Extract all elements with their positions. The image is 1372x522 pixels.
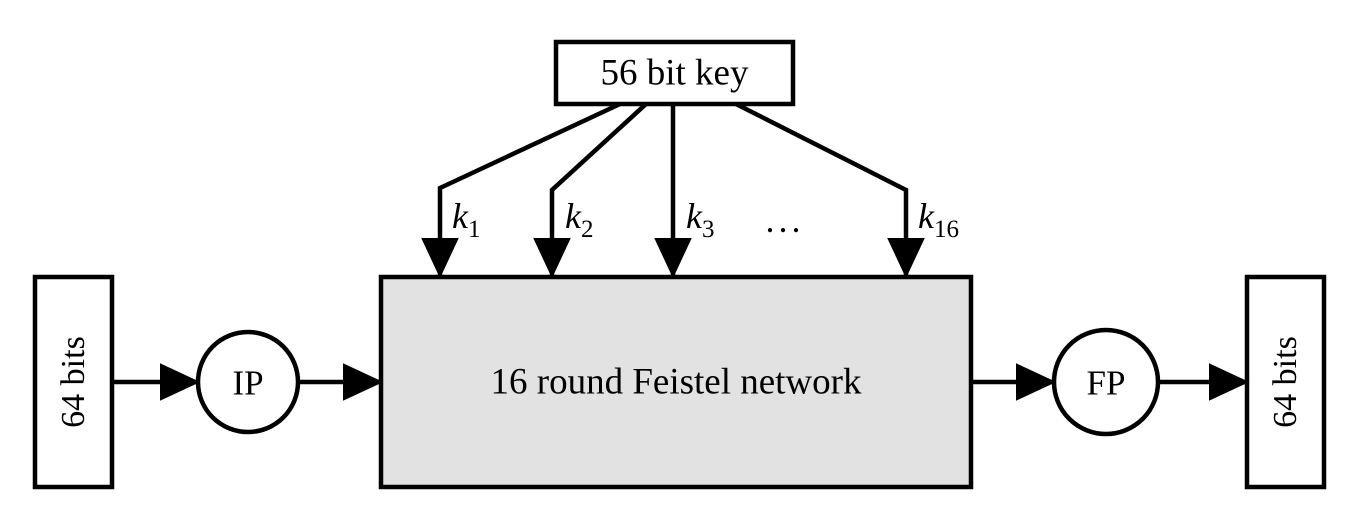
subkey-subscript: 3: [702, 216, 715, 243]
subkey-line-k2: [533, 102, 648, 279]
fp-node-label: FP: [1087, 364, 1126, 403]
subkey-label-k1: k1: [452, 196, 480, 243]
subkey-base: k: [452, 196, 469, 236]
output-box-label: 64 bits: [1267, 336, 1304, 428]
subkey-connectors: [421, 101, 925, 279]
subkey-base: k: [565, 196, 582, 236]
subkey-base: k: [918, 196, 935, 236]
subkey-subscript: 2: [581, 216, 594, 243]
fp-node: FP: [1051, 327, 1161, 437]
subkey-line-k1: [421, 101, 621, 279]
subkey-base: k: [686, 196, 703, 236]
output-box: 64 bits: [1244, 274, 1327, 490]
key-box: 56 bit key: [553, 39, 796, 107]
feistel-box-rect: [378, 274, 974, 490]
subkey-subscript: 1: [468, 216, 481, 243]
subkey-label-k16: k16: [918, 196, 959, 243]
feistel-box-label: 16 round Feistel network: [491, 362, 862, 403]
ellipsis-label: ...: [766, 200, 805, 240]
feistel-box: 16 round Feistel network: [378, 274, 974, 490]
subkey-subscript: 16: [934, 216, 959, 243]
subkey-line-k16: [734, 101, 925, 279]
key-box-label: 56 bit key: [601, 53, 749, 94]
subkey-label-k2: k2: [565, 196, 593, 243]
ip-node-label: IP: [232, 364, 263, 403]
ip-node: IP: [195, 329, 301, 435]
input-box-label: 64 bits: [55, 336, 92, 428]
input-box: 64 bits: [32, 274, 115, 490]
subkey-label-k3: k3: [686, 196, 714, 243]
output-box-rect: [1244, 274, 1327, 490]
